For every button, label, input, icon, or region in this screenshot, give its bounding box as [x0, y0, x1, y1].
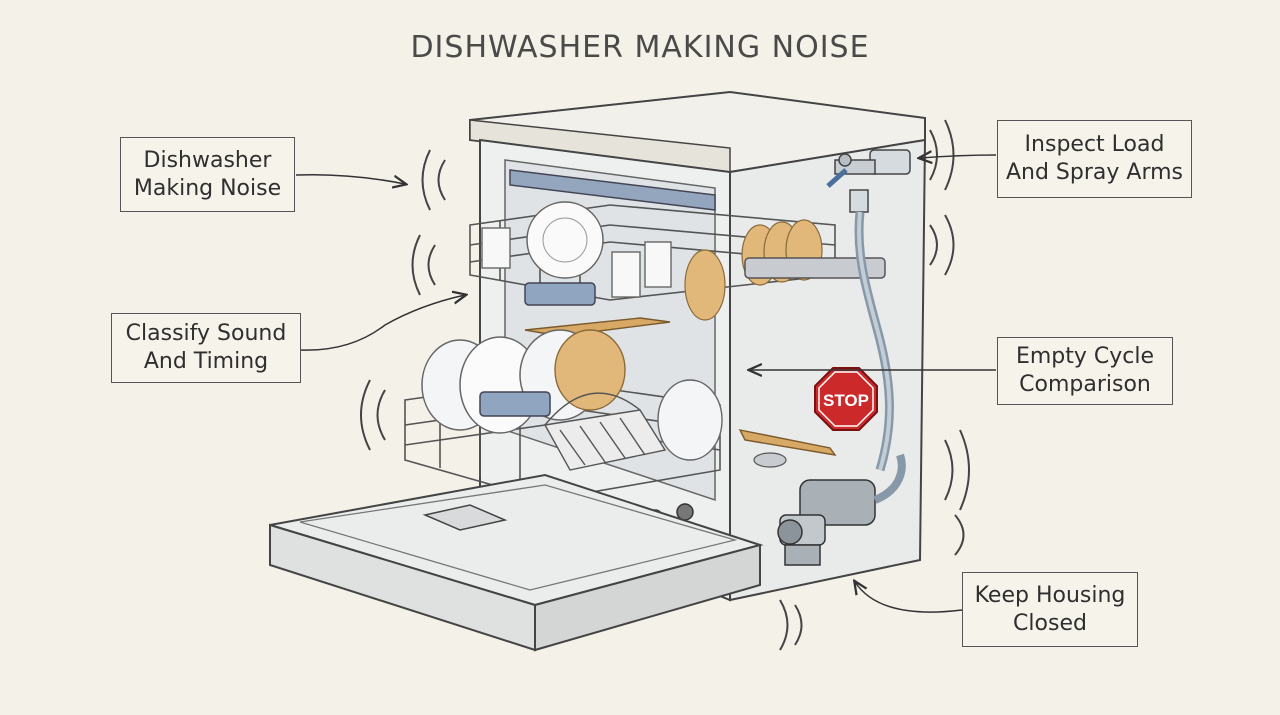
label-empty-cycle-line2: Comparison	[1019, 372, 1151, 397]
cutlery-basket	[543, 392, 667, 471]
diagram-title: DISHWASHER MAKING NOISE	[410, 30, 870, 65]
label-classify-sound: Classify Sound And Timing	[111, 313, 301, 383]
leader-arrows	[295, 155, 997, 613]
label-inspect-load: Inspect Load And Spray Arms	[997, 120, 1192, 198]
water-valve	[826, 149, 911, 213]
stop-sign: STOP	[814, 367, 878, 431]
lower-spray-arm	[738, 429, 837, 456]
label-inspect-load-line2: And Spray Arms	[1005, 160, 1184, 185]
label-making-noise-line2: Making Noise	[133, 175, 282, 201]
label-classify-sound-line2: And Timing	[143, 349, 269, 374]
label-empty-cycle: Empty Cycle Comparison	[997, 337, 1173, 405]
label-keep-housing-line1: Keep Housing	[974, 582, 1126, 608]
vibration-arcs	[360, 119, 970, 651]
label-making-noise: Dishwasher Making Noise	[120, 137, 295, 212]
label-keep-housing-line2: Closed	[1013, 610, 1087, 636]
drain-pump	[777, 479, 876, 566]
stop-sign-text: STOP	[823, 391, 869, 410]
label-empty-cycle-line1: Empty Cycle	[1015, 344, 1155, 369]
label-making-noise-line1: Dishwasher	[143, 147, 272, 173]
label-classify-sound-line1: Classify Sound	[125, 321, 287, 346]
label-keep-housing: Keep Housing Closed	[962, 572, 1138, 647]
label-inspect-load-line1: Inspect Load	[1024, 132, 1165, 157]
detergent-dispenser	[422, 504, 508, 531]
